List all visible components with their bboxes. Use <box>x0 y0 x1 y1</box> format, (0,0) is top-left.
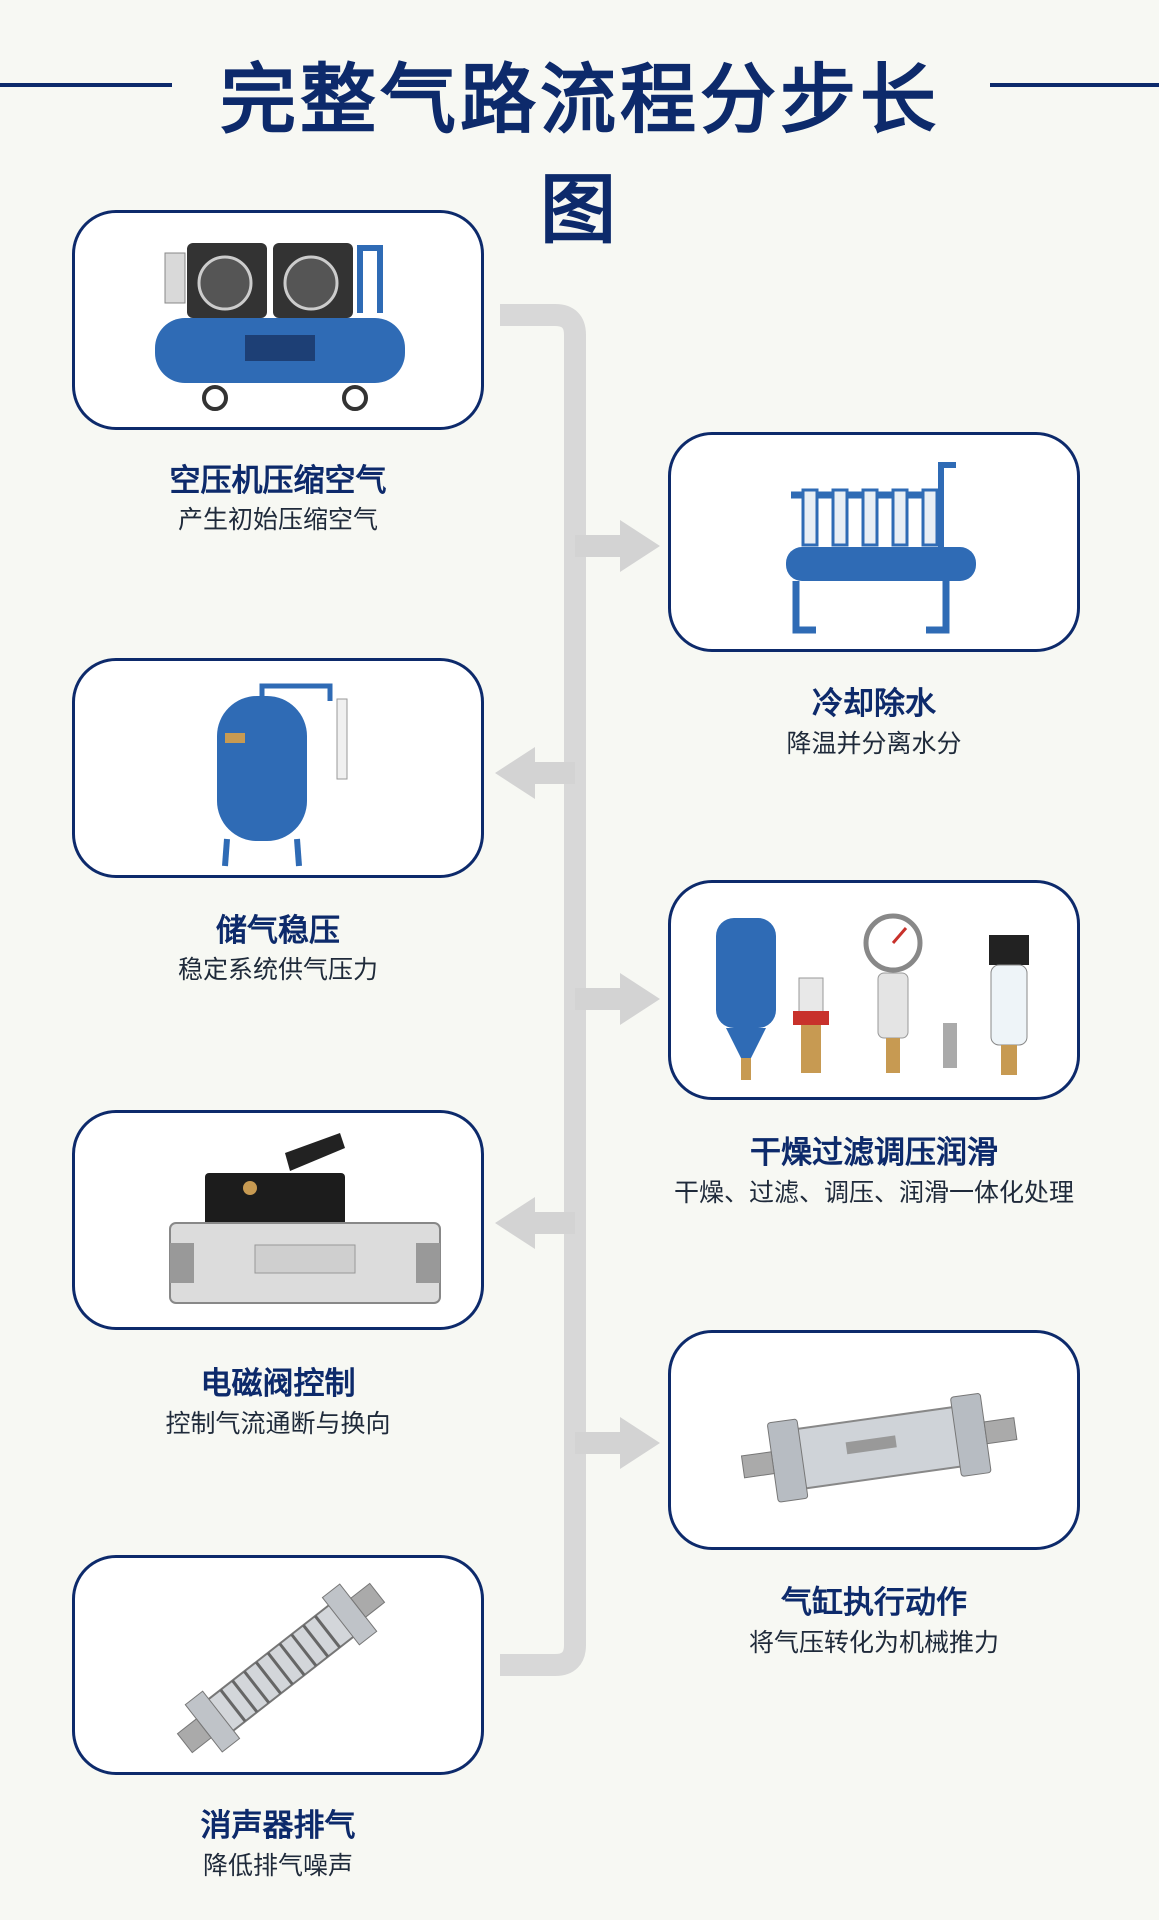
step-desc-compressor: 产生初始压缩空气 <box>177 505 378 534</box>
step-card-compressor <box>72 210 484 430</box>
step-title-cooling: 冷却除水 <box>812 686 936 722</box>
title-rule-left <box>0 83 172 87</box>
step-card-frl <box>668 880 1080 1100</box>
step-card-cylinder <box>668 1330 1080 1550</box>
step-title-muffler: 消声器排气 <box>200 1808 356 1844</box>
arrow-right-3 <box>575 1417 660 1469</box>
step-desc-tank: 稳定系统供气压力 <box>177 955 378 984</box>
step-title-valve: 电磁阀控制 <box>200 1366 356 1402</box>
step-desc-cooling: 降温并分离水分 <box>786 729 962 758</box>
step-card-tank <box>72 658 484 878</box>
step-card-muffler <box>72 1555 484 1775</box>
arrow-right-1 <box>575 520 660 572</box>
title-bar: 完整气路流程分步长图 <box>0 0 1159 254</box>
step-desc-valve: 控制气流通断与换向 <box>165 1409 391 1438</box>
solenoid-valve-icon <box>169 1133 441 1304</box>
title-rule-right <box>990 83 1159 87</box>
step-title-compressor: 空压机压缩空气 <box>169 463 387 499</box>
step-desc-frl: 干燥、过滤、调压、润滑一体化处理 <box>673 1178 1074 1207</box>
muffler-icon <box>176 1582 386 1754</box>
step-title-frl: 干燥过滤调压润滑 <box>750 1135 998 1171</box>
step-card-valve <box>72 1110 484 1330</box>
step-title-tank: 储气稳压 <box>216 913 340 949</box>
pneumatic-cylinder-icon <box>740 1393 1018 1503</box>
arrow-right-2 <box>575 973 660 1025</box>
aftercooler-icon <box>786 462 976 634</box>
arrow-left-1 <box>495 747 575 799</box>
arrow-left-2 <box>495 1197 575 1249</box>
step-title-cylinder: 气缸执行动作 <box>781 1585 967 1621</box>
page-title: 完整气路流程分步长图 <box>220 55 940 254</box>
step-card-cooling <box>668 432 1080 652</box>
air-tank-icon <box>217 683 348 867</box>
air-compressor-icon <box>155 243 405 411</box>
step-desc-muffler: 降低排气噪声 <box>202 1851 353 1880</box>
step-desc-cylinder: 将气压转化为机械推力 <box>748 1628 999 1657</box>
frl-unit-icon <box>716 913 1029 1080</box>
